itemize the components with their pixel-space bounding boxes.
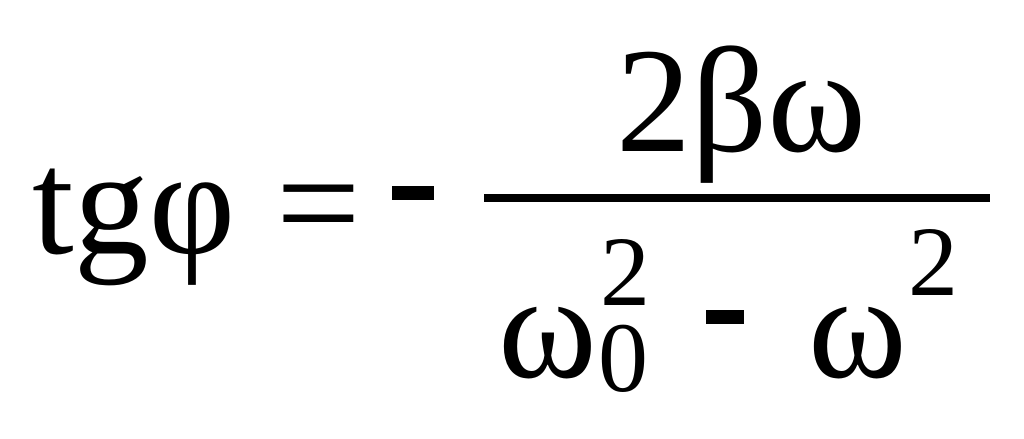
denominator-minus: [706, 310, 744, 324]
denominator-term1-superscript: 2: [600, 216, 650, 327]
fraction-bar: [484, 194, 990, 202]
denominator-term2-superscript: 2: [908, 206, 958, 317]
equals-sign: =: [276, 120, 361, 286]
fraction-numerator: 2βω: [616, 18, 867, 184]
negative-sign: [392, 186, 434, 200]
formula-lhs: tgφ: [32, 120, 236, 286]
denominator-term1-subscript: 0: [598, 302, 648, 413]
denominator-term2-base: ω: [808, 244, 907, 410]
denominator-term1-base: ω: [498, 244, 597, 410]
